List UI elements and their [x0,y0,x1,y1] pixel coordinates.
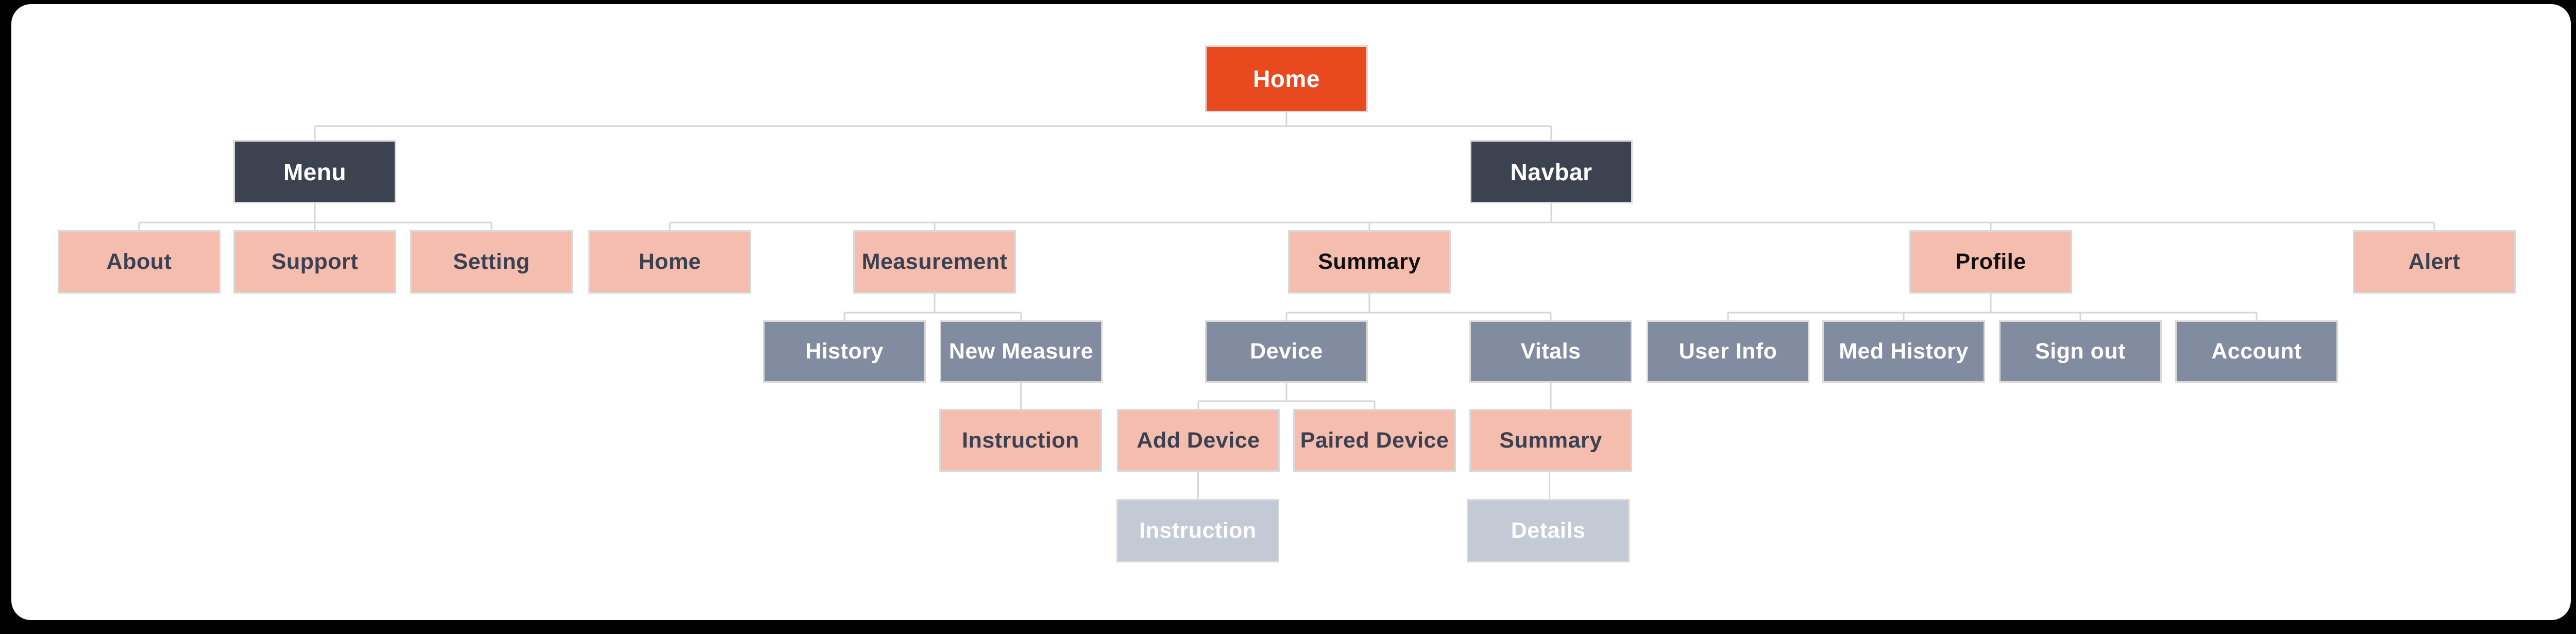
node-label: Paired Device [1300,427,1449,453]
node-label: New Measure [948,339,1094,364]
node-summary[interactable]: Summary [1288,230,1451,294]
node-measurement[interactable]: Measurement [853,230,1016,294]
node-home-page[interactable]: Home [588,230,751,294]
node-label: Details [1511,518,1586,543]
node-label: Summary [1499,427,1602,453]
node-label: User Info [1679,339,1777,364]
node-label: Profile [1955,249,2026,274]
node-about[interactable]: About [58,230,221,294]
node-profile[interactable]: Profile [1909,230,2072,294]
node-sign-out[interactable]: Sign out [1999,320,2162,383]
node-summary-vitals[interactable]: Summary [1469,409,1632,472]
node-instruction-device[interactable]: Instruction [1116,499,1279,562]
node-label: Support [271,249,359,274]
node-label: Alert [2408,249,2461,274]
node-label: Add Device [1137,427,1260,453]
node-menu[interactable]: Menu [233,140,396,203]
node-label: Menu [283,158,347,185]
node-navbar[interactable]: Navbar [1470,140,1633,203]
node-label: Home [1253,65,1320,92]
node-label: About [106,249,172,274]
node-details[interactable]: Details [1467,499,1630,562]
node-setting[interactable]: Setting [410,230,573,294]
node-label: Setting [453,249,530,274]
node-paired-device[interactable]: Paired Device [1293,409,1456,472]
node-label: Navbar [1510,158,1592,185]
node-alert[interactable]: Alert [2353,230,2516,294]
node-history[interactable]: History [763,320,926,383]
node-home-root[interactable]: Home [1205,45,1368,112]
node-instruction-measure[interactable]: Instruction [939,409,1102,472]
node-device[interactable]: Device [1205,320,1368,383]
node-label: History [805,339,884,364]
node-label: Account [2211,339,2302,364]
node-support[interactable]: Support [233,230,396,294]
node-label: Instruction [1139,518,1257,543]
node-label: Med History [1839,339,1969,364]
node-label: Instruction [962,427,1079,453]
node-account[interactable]: Account [2175,320,2338,383]
node-add-device[interactable]: Add Device [1117,409,1280,472]
node-label: Measurement [861,249,1008,274]
node-label: Summary [1318,249,1421,274]
node-label: Sign out [2035,339,2126,364]
node-label: Device [1250,339,1323,364]
node-med-history[interactable]: Med History [1822,320,1985,383]
node-label: Vitals [1520,339,1581,364]
node-label: Home [638,249,701,274]
node-vitals[interactable]: Vitals [1469,320,1632,383]
node-user-info[interactable]: User Info [1647,320,1809,383]
node-new-measure[interactable]: New Measure [940,320,1103,383]
